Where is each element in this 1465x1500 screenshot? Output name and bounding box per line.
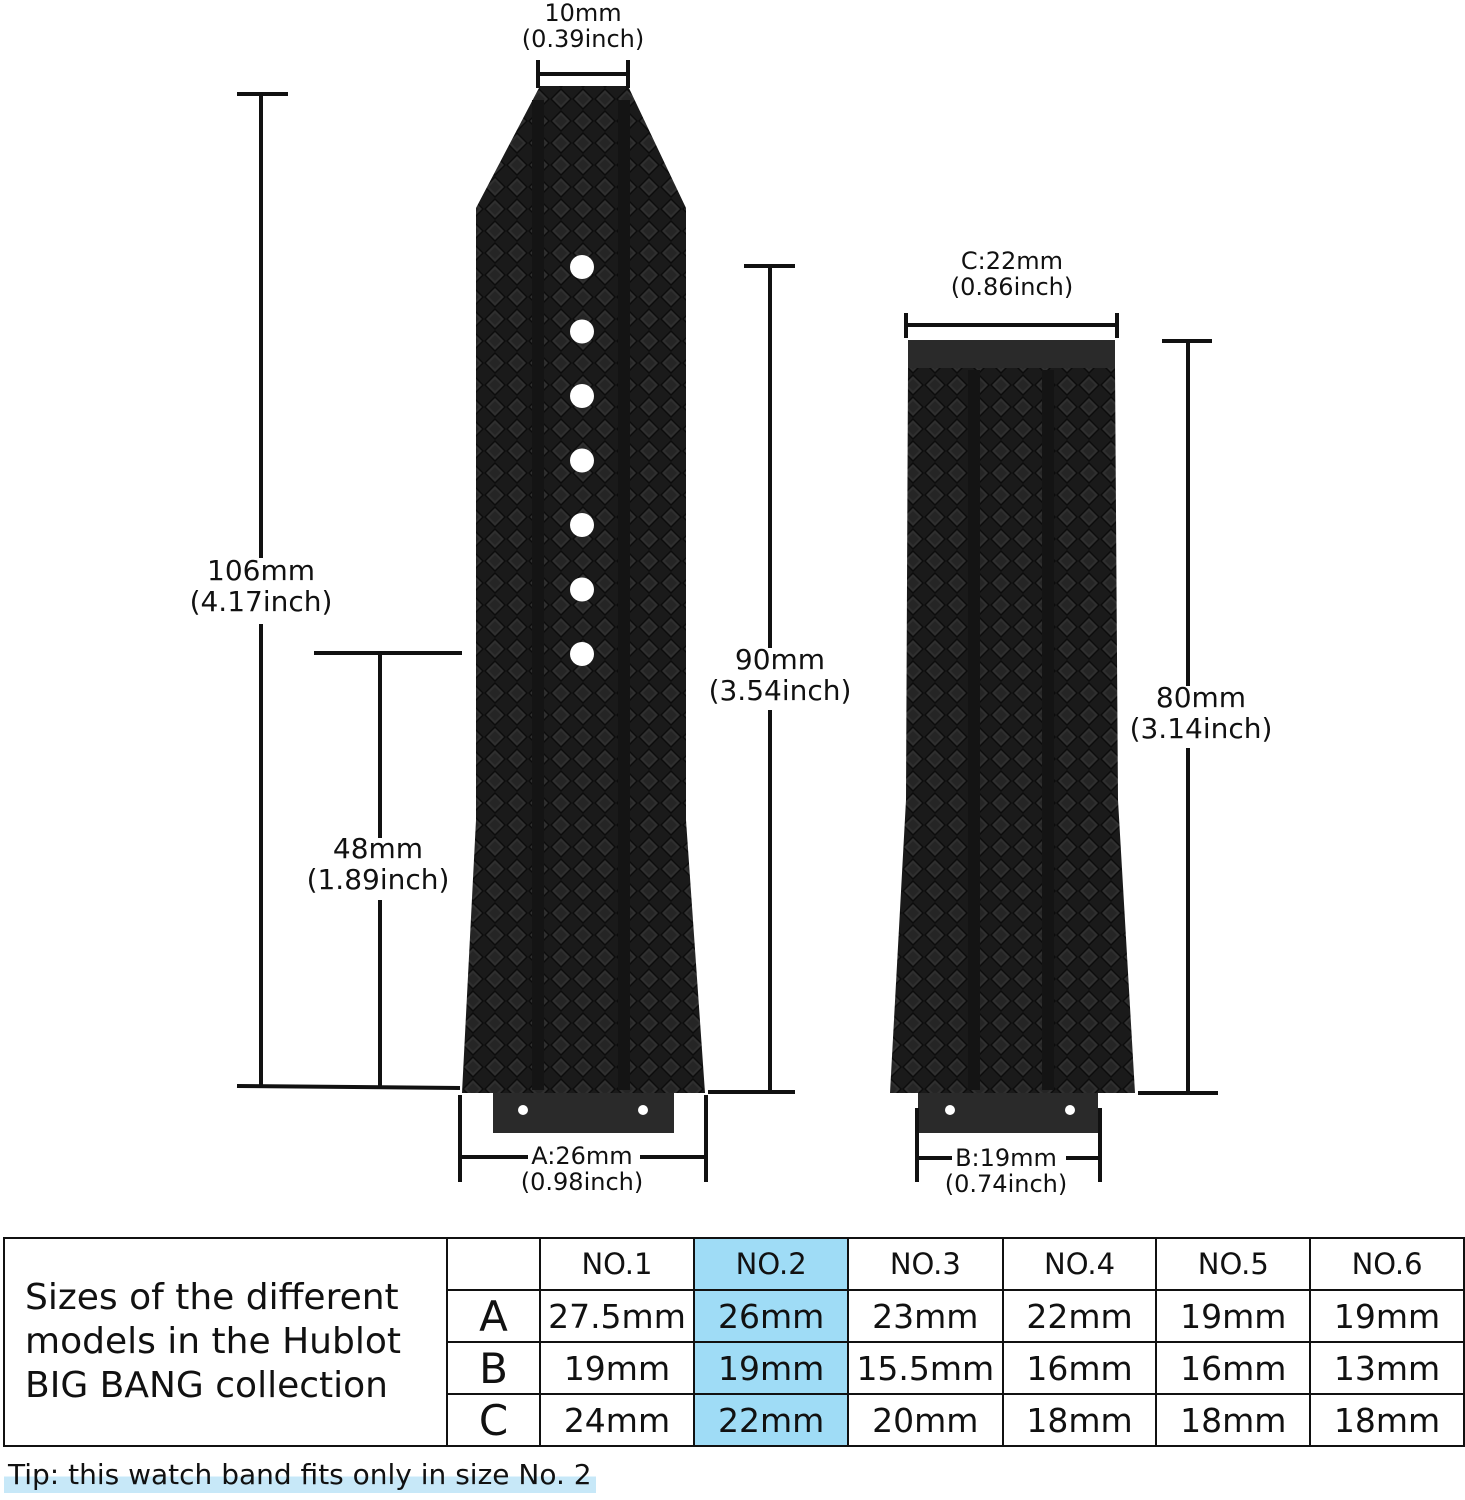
cell: 13mm [1309, 1341, 1465, 1395]
caption-line: BIG BANG collection [25, 1364, 388, 1406]
size-table: Sizes of the different models in the Hub… [2, 1237, 1465, 1447]
table-header-row: Sizes of the different models in the Hub… [2, 1237, 1465, 1447]
table-row: A 27.5mm 26mm 23mm 22mm 19mm 19mm [4, 1289, 1465, 1343]
cell: 18mm [1309, 1393, 1465, 1447]
fit-tip: Tip: this watch band fits only in size N… [4, 1456, 596, 1493]
row-key-c: C [446, 1393, 541, 1447]
long-strap [462, 86, 705, 1133]
cell: 18mm [1155, 1393, 1312, 1447]
lug-a-label: A:26mm (0.98inch) [502, 1143, 662, 1196]
caption-line: Sizes of the different [25, 1277, 399, 1319]
strap-hole [570, 448, 594, 473]
lug-a-inch: (0.98inch) [520, 1168, 644, 1197]
tip-to-holes-label: 48mm (1.89inch) [293, 832, 463, 896]
row-key-b: B [446, 1341, 541, 1395]
short-length-inch: (3.14inch) [1129, 711, 1273, 745]
total-length-inch: (4.17inch) [189, 584, 333, 618]
header-no4: NO.4 [1001, 1237, 1158, 1291]
short-length-mm: 80mm [1155, 681, 1247, 714]
cell: 27.5mm [538, 1289, 696, 1343]
hole-section-inch: (3.54inch) [708, 673, 852, 707]
corner-cell [446, 1237, 541, 1291]
lug-b-inch: (0.74inch) [944, 1170, 1068, 1199]
caption-line: models in the Hublot [25, 1321, 401, 1363]
cell: 24mm [538, 1393, 696, 1447]
lug-b-label: B:19mm (0.74inch) [926, 1145, 1086, 1198]
header-no3: NO.3 [847, 1237, 1004, 1291]
hole-section-mm: 90mm [734, 643, 826, 676]
header-no6: NO.6 [1309, 1237, 1465, 1291]
strap-hole [570, 577, 594, 602]
strap-hole [570, 255, 594, 279]
lug-b-mm: B:19mm [955, 1144, 1057, 1172]
cell: 22mm [1001, 1289, 1158, 1343]
short-strap [890, 340, 1135, 1133]
strap-diagram [236, 60, 1218, 1182]
header-no2: NO.2 [693, 1237, 850, 1291]
header-no5: NO.5 [1155, 1237, 1312, 1291]
table-row: B 19mm 19mm 15.5mm 16mm 16mm 13mm [4, 1341, 1465, 1395]
strap-hole [570, 384, 594, 408]
strap-holes [570, 255, 594, 666]
lug-a-mm: A:26mm [531, 1142, 633, 1170]
cell: 19mm [693, 1341, 850, 1395]
strap-hole [570, 513, 594, 537]
top-width-inch: (0.39inch) [521, 25, 645, 54]
cell: 19mm [1155, 1289, 1312, 1343]
cell: 18mm [1001, 1393, 1158, 1447]
cell: 19mm [1309, 1289, 1465, 1343]
cell: 15.5mm [847, 1341, 1004, 1395]
tip-to-holes-inch: (1.89inch) [306, 862, 450, 896]
top-width-mm: 10mm [544, 0, 622, 27]
table-caption: Sizes of the different models in the Hub… [2, 1237, 449, 1447]
end-c-label: C:22mm (0.86inch) [932, 248, 1092, 301]
dimension-lines [236, 60, 1218, 1182]
hole-section-label: 90mm (3.54inch) [694, 643, 866, 707]
cell: 23mm [847, 1289, 1004, 1343]
header-no1: NO.1 [538, 1237, 696, 1291]
strap-hole [570, 642, 594, 666]
tip-to-holes-mm: 48mm [332, 832, 424, 865]
total-length-mm: 106mm [207, 554, 315, 587]
total-length-label: 106mm (4.17inch) [176, 554, 346, 618]
cell: 16mm [1155, 1341, 1312, 1395]
strap-hole [570, 319, 594, 344]
cell: 26mm [693, 1289, 850, 1343]
cell: 16mm [1001, 1341, 1158, 1395]
cell: 20mm [847, 1393, 1004, 1447]
end-c-mm: C:22mm [960, 247, 1064, 275]
table-row: C 24mm 22mm 20mm 18mm 18mm 18mm [4, 1393, 1465, 1447]
short-length-label: 80mm (3.14inch) [1115, 681, 1287, 745]
cell: 19mm [538, 1341, 696, 1395]
top-width-label: 10mm (0.39inch) [503, 0, 663, 53]
cell: 22mm [693, 1393, 850, 1447]
row-key-a: A [446, 1289, 541, 1343]
end-c-inch: (0.86inch) [950, 273, 1074, 302]
